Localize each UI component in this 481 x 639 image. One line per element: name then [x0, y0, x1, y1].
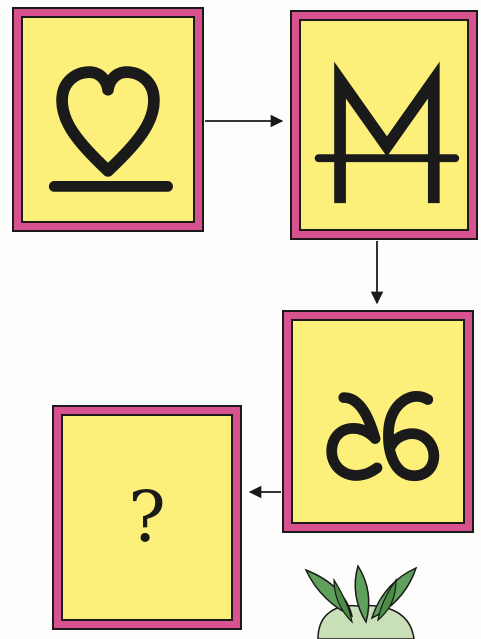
puzzle-canvas: ? [0, 0, 481, 639]
plant-sprout-icon [0, 0, 481, 639]
